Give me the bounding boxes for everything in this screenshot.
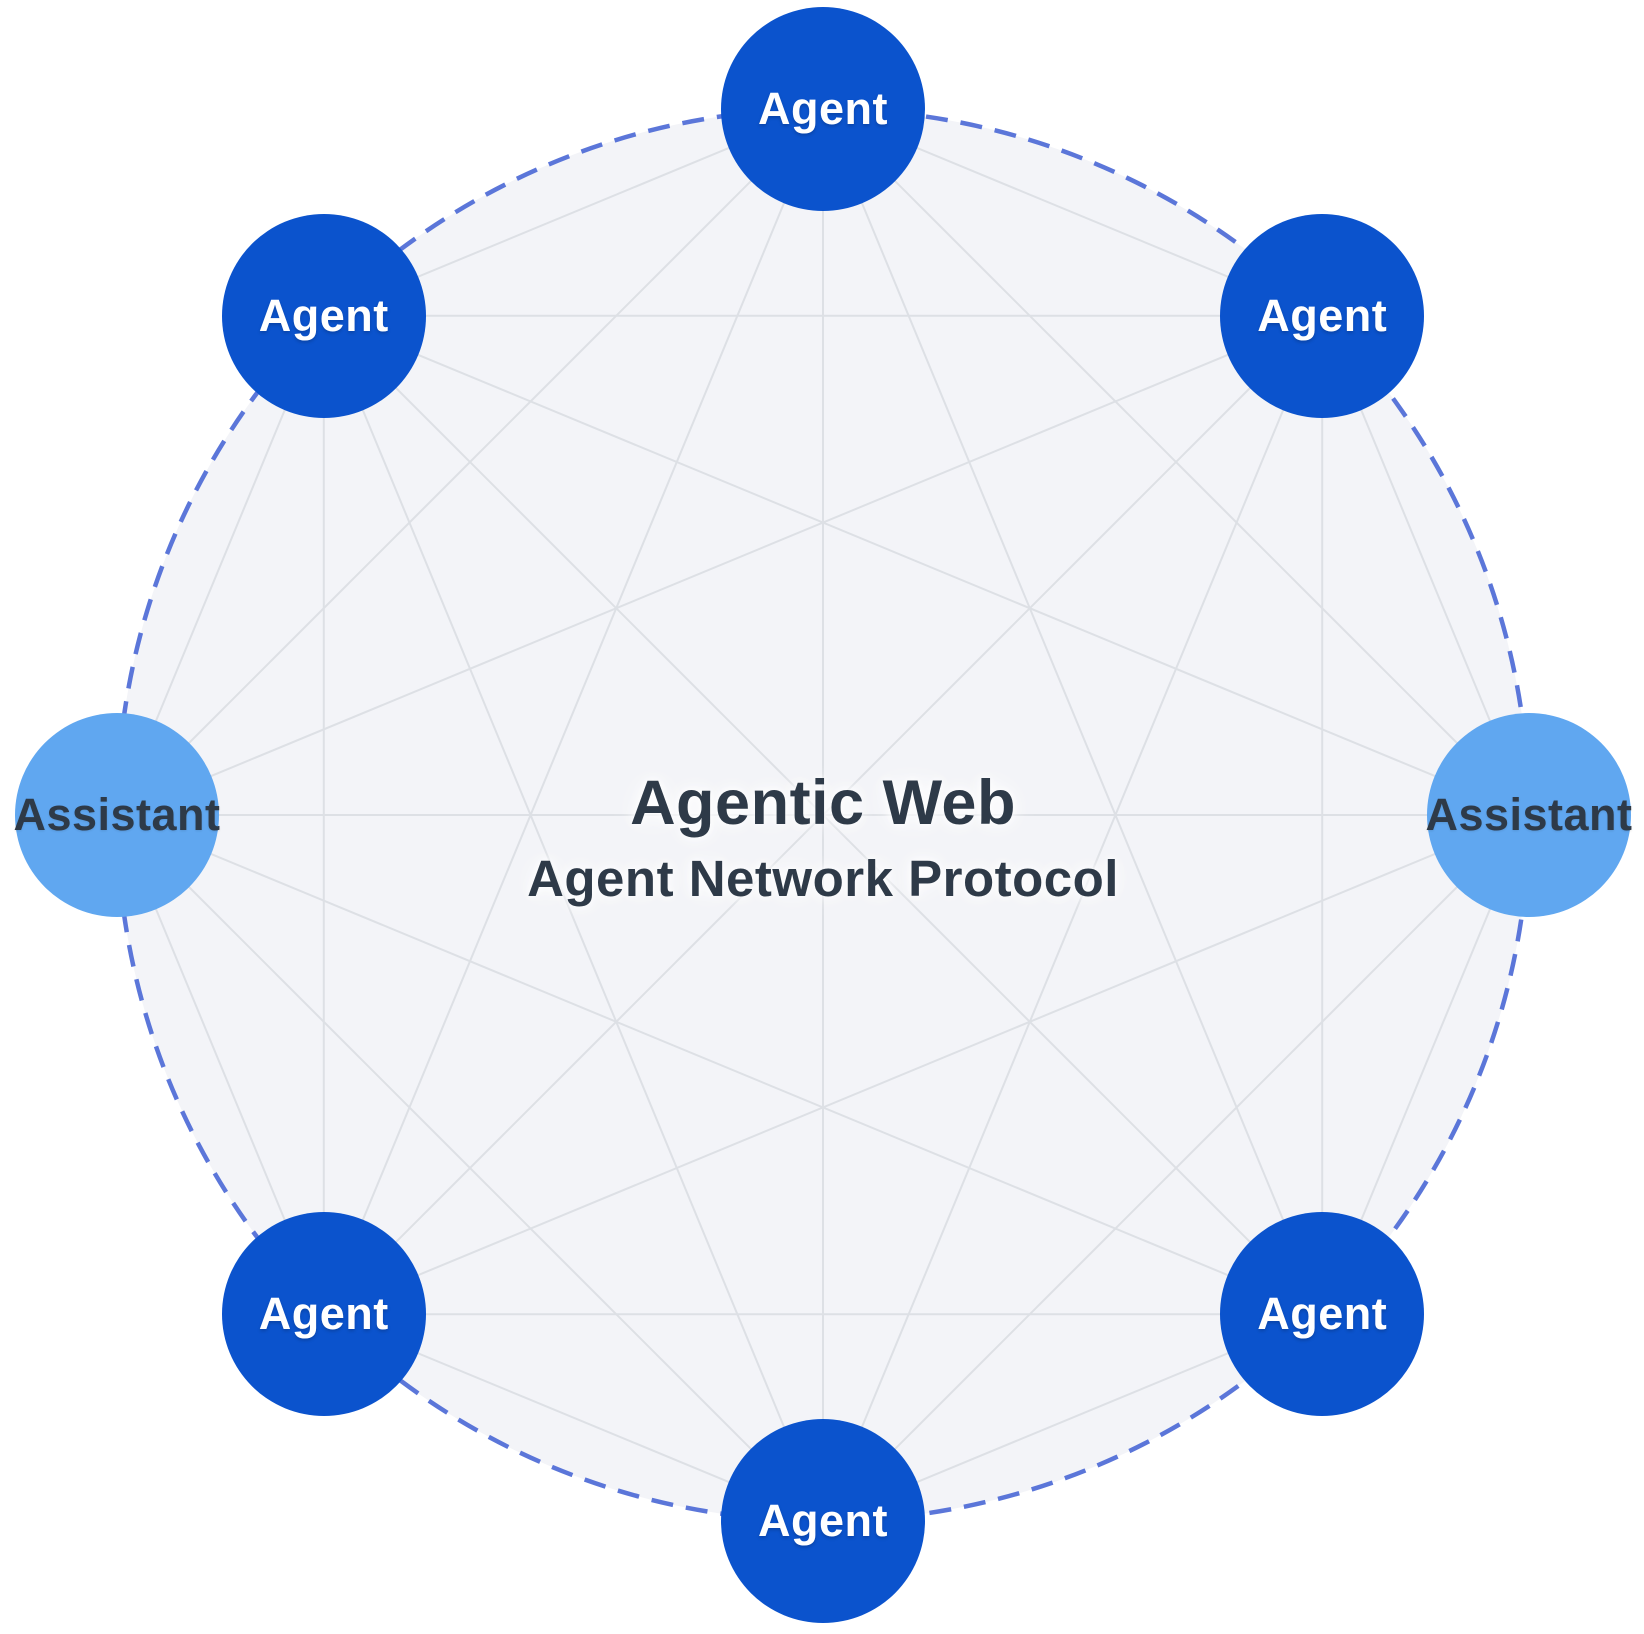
edge-line (116, 314, 1323, 816)
edge-line (323, 314, 1530, 816)
edge-line (822, 315, 1324, 1522)
edge-line (322, 108, 824, 1315)
edge-line (822, 108, 1324, 1315)
edge-line (323, 814, 1530, 1316)
edge-line (322, 315, 824, 1522)
edge-line (323, 315, 1323, 1315)
edge-line (116, 814, 824, 1522)
edge-line (116, 814, 1323, 1316)
diagram-center-label: Agentic Web Agent Network Protocol (527, 770, 1119, 906)
diagram-subtitle: Agent Network Protocol (527, 850, 1119, 908)
diagram-title: Agentic Web (630, 768, 1016, 839)
